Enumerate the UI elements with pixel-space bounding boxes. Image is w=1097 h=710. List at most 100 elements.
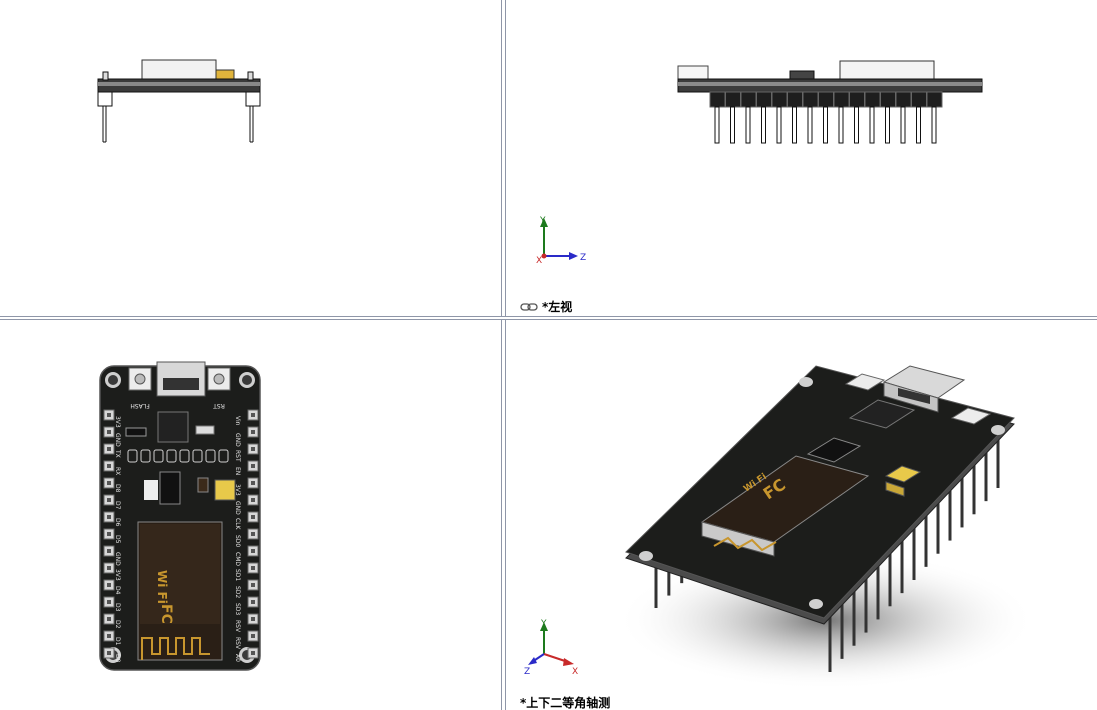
pin-hole [251, 498, 255, 502]
header-block [709, 91, 726, 108]
coordinate-triad: Y Z X [536, 216, 586, 266]
silk-label-right: CLK [234, 518, 241, 531]
pin-hole [107, 481, 111, 485]
header-block [771, 91, 788, 108]
header-block [725, 91, 741, 108]
triad-x-label: X [536, 256, 542, 266]
pin-hole [251, 532, 255, 536]
pin-hole [251, 617, 255, 621]
view-label-isometric: *上下二等角轴测 [520, 696, 611, 710]
triad-iso-x-label: X [572, 667, 578, 676]
viewport-splitter-horizontal[interactable] [0, 316, 1097, 320]
pin-hole [107, 532, 111, 536]
header-pin [745, 106, 751, 144]
pin-hole [107, 464, 111, 468]
pin-hole [107, 515, 111, 519]
pin-hole [251, 481, 255, 485]
rst-silk: RST [213, 402, 225, 409]
header-block [818, 91, 834, 108]
silk-label-left: GND [114, 552, 121, 566]
board-front-profile [97, 59, 261, 143]
pin-hole [251, 430, 255, 434]
pin-hole [107, 651, 111, 655]
header-block [787, 91, 803, 108]
pin-hole [107, 600, 111, 604]
triad-iso-y-label: Y [540, 619, 547, 629]
smd-pad [192, 449, 203, 463]
smd-pad [218, 449, 229, 463]
header-block [802, 91, 819, 108]
header-block [895, 91, 912, 108]
header-block [833, 91, 850, 108]
viewport-front[interactable] [0, 0, 501, 316]
silk-label-right: 3V3 [234, 484, 241, 496]
pin-hole [251, 413, 255, 417]
header-pin [792, 106, 797, 144]
pin-hole [251, 600, 255, 604]
header-pin [714, 106, 720, 144]
pin-hole [251, 464, 255, 468]
silk-label-right: A0 [234, 654, 241, 662]
silk-label-left: D8 [114, 484, 121, 493]
silk-label-right: EN [234, 467, 241, 475]
header-pin [916, 106, 921, 144]
silk-label-left: D0 [114, 654, 121, 663]
header-pin [807, 106, 813, 144]
header-block [911, 91, 927, 108]
silk-label-right: SD0 [234, 535, 241, 547]
silk-label-right: Vin [234, 416, 241, 426]
silk-label-left: D6 [114, 518, 121, 527]
silk-label-right: GND [234, 433, 241, 447]
silk-label-left: D2 [114, 620, 121, 629]
header-block [864, 91, 881, 108]
pin-hole [107, 549, 111, 553]
silk-label-left: D4 [114, 586, 121, 595]
view-label-left-text: *左视 [542, 300, 573, 314]
silk-label-right: RSV [234, 637, 241, 650]
silk-label-right: CMD [234, 552, 241, 566]
header-pin [931, 106, 937, 144]
pin-hole [107, 498, 111, 502]
header-pin [869, 106, 875, 144]
board-isometric-view: FC Wi Fi [616, 365, 1036, 690]
header-pin [885, 106, 890, 144]
silk-label-left: 3V3 [114, 416, 121, 428]
pin-hole [107, 430, 111, 434]
header-block [926, 91, 943, 108]
silk-label-left: D1 [114, 637, 121, 646]
link-icon [520, 302, 538, 311]
viewport-left[interactable]: Y Z X *左视 [506, 0, 1097, 316]
pin-hole [251, 447, 255, 451]
header-pin [900, 106, 906, 144]
pin-hole [107, 583, 111, 587]
pin-hole [107, 634, 111, 638]
header-pin [776, 106, 782, 144]
pin-hole [251, 515, 255, 519]
module-wifi-mark: Wi Fi [155, 570, 169, 604]
header-block [880, 91, 896, 108]
header-block [756, 91, 772, 108]
header-pin [730, 106, 735, 144]
fcc-mark: FC [158, 604, 174, 624]
pin-hole [107, 447, 111, 451]
smd-pad [179, 449, 190, 463]
coordinate-triad-iso: Y X Z [524, 619, 578, 676]
triad-y-label: Y [539, 216, 546, 226]
silk-label-right: SD3 [234, 603, 241, 615]
header-pin [761, 106, 766, 144]
viewport-splitter-vertical[interactable] [501, 0, 506, 710]
silk-label-right: RSV [234, 620, 241, 633]
silk-label-right: RST [234, 450, 241, 462]
pin-hole [107, 413, 111, 417]
smd-pad [153, 449, 164, 463]
silk-label-right: SD2 [234, 586, 241, 598]
viewport-isometric[interactable]: FC Wi Fi Y X Z *上下二等角轴测 [506, 320, 1097, 710]
silk-label-left: D7 [114, 501, 121, 510]
silk-label-left: GND [114, 433, 121, 447]
flash-silk: FLASH [130, 402, 149, 409]
triad-iso-z-label: Z [524, 667, 530, 676]
pin-hole [107, 566, 111, 570]
pin-hole [251, 634, 255, 638]
